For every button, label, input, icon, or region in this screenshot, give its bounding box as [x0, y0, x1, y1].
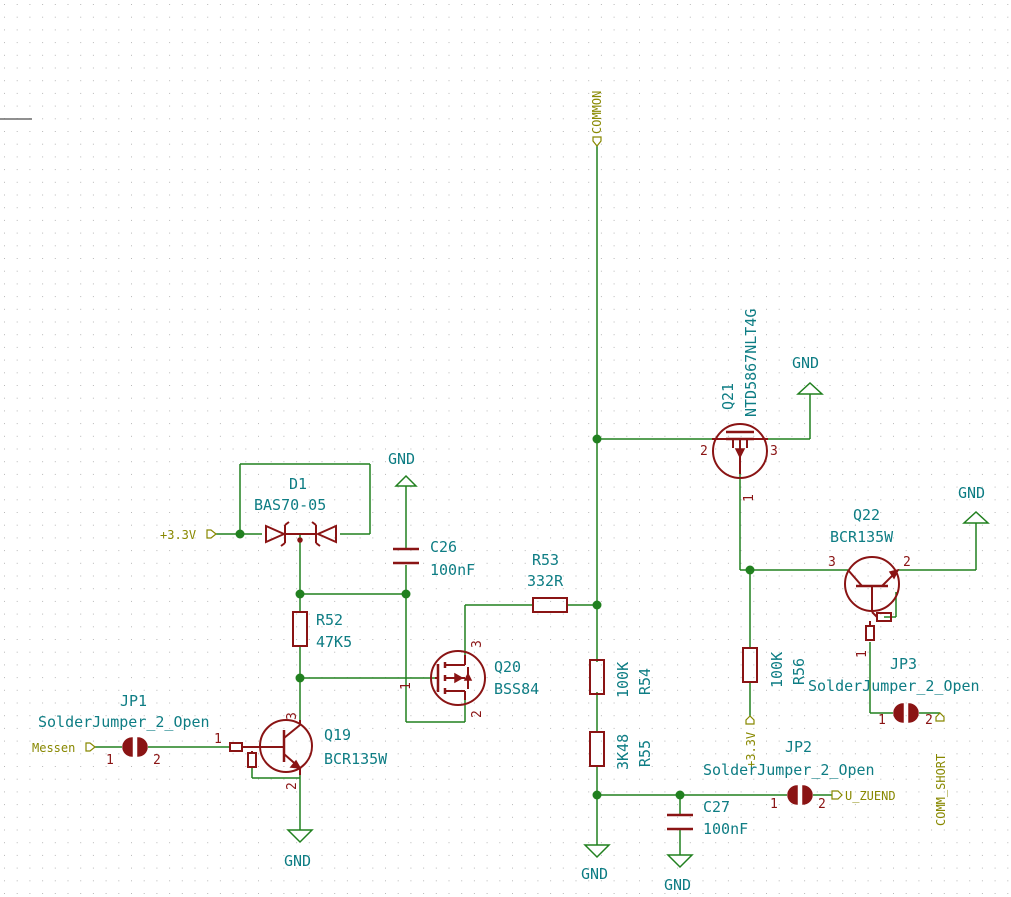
d1-ref: D1 — [289, 475, 307, 493]
q21-pin2: 2 — [700, 444, 708, 459]
resistor-r55: 3K48 R55 — [589, 731, 654, 770]
net-v33-d1: +3.3V — [160, 528, 217, 542]
net-comm-short: COMM_SHORT — [934, 712, 948, 826]
q20-pin3: 3 — [470, 640, 485, 648]
transistor-q21: 2 3 1 Q21 NTD5867NLT4G — [700, 309, 778, 502]
d1-value: BAS70-05 — [254, 496, 326, 514]
resistor-r54: 100K R54 — [589, 659, 654, 698]
gnd-symbol-rail: GND — [581, 844, 611, 883]
jp2-ref: JP2 — [785, 738, 812, 756]
q22-pin2: 2 — [903, 555, 911, 570]
gnd-symbol-q19: GND — [284, 829, 314, 870]
q22-ref: Q22 — [853, 506, 880, 524]
v33-label: +3.3V — [160, 528, 196, 542]
net-u-zuend: U_ZUEND — [831, 789, 896, 803]
r54-value: 100K — [614, 662, 632, 698]
jp3-pin1: 1 — [878, 713, 886, 728]
grid-dots — [4, 4, 1009, 894]
r54-ref: R54 — [636, 668, 654, 695]
c27-value: 100nF — [703, 820, 748, 838]
jp1-pin1: 1 — [106, 753, 114, 768]
jp3-value: SolderJumper_2_Open — [808, 677, 980, 695]
c26-ref: C26 — [430, 538, 457, 556]
gnd-symbol-c27: GND — [664, 854, 694, 894]
q20-ref: Q20 — [494, 658, 521, 676]
jp1-pin2: 2 — [153, 753, 161, 768]
q21-pin3: 3 — [770, 444, 778, 459]
jp1-ref: JP1 — [120, 692, 147, 710]
jp3-pin2: 2 — [925, 713, 933, 728]
capacitor-c26: C26 100nF — [393, 538, 475, 579]
q19-pin2: 2 — [285, 782, 300, 790]
gnd-symbol-q22: GND — [958, 484, 990, 524]
capacitor-c27: C27 100nF — [667, 798, 748, 838]
c26-value: 100nF — [430, 561, 475, 579]
jp2-pin1: 1 — [770, 797, 778, 812]
q22-pin1: 1 — [855, 650, 870, 658]
net-common-label: COMMON — [590, 91, 604, 134]
gnd-label: GND — [388, 450, 415, 468]
gnd-label: GND — [284, 852, 311, 870]
gnd-symbol-q21: GND — [792, 354, 824, 395]
junctions — [235, 434, 755, 800]
q19-ref: Q19 — [324, 726, 351, 744]
q21-pin1: 1 — [742, 494, 757, 502]
jp2-value: SolderJumper_2_Open — [703, 761, 875, 779]
q21-value: NTD5867NLT4G — [742, 309, 760, 417]
jp3-ref: JP3 — [890, 655, 917, 673]
jumper-jp2: 1 2 JP2 SolderJumper_2_Open — [703, 738, 875, 812]
resistor-r53: R53 332R — [527, 551, 568, 613]
v33-label-r56: +3.3V — [744, 732, 758, 768]
q21-ref: Q21 — [719, 383, 737, 410]
gnd-symbol-c26: GND — [388, 450, 418, 487]
gnd-label: GND — [792, 354, 819, 372]
jumper-jp3: 1 2 JP3 SolderJumper_2_Open — [808, 655, 980, 728]
resistor-r56: 100K R56 — [742, 647, 808, 688]
transistor-q22: 3 2 1 Q22 BCR135W — [828, 506, 911, 658]
resistor-r52: R52 47K5 — [292, 611, 352, 651]
r53-ref: R53 — [532, 551, 559, 569]
q20-value: BSS84 — [494, 680, 539, 698]
jp2-pin2: 2 — [818, 797, 826, 812]
q22-pin3: 3 — [828, 555, 836, 570]
net-common: COMMON — [590, 91, 604, 147]
q19-value: BCR135W — [324, 750, 388, 768]
q20-pin1: 1 — [399, 682, 414, 690]
gnd-label: GND — [958, 484, 985, 502]
gnd-label: GND — [664, 876, 691, 894]
jp1-value: SolderJumper_2_Open — [38, 713, 210, 731]
gnd-label: GND — [581, 865, 608, 883]
net-messen: Messen — [32, 741, 96, 755]
u-zuend-label: U_ZUEND — [845, 789, 896, 803]
comm-short-label: COMM_SHORT — [934, 754, 948, 826]
r52-value: 47K5 — [316, 633, 352, 651]
transistor-q20: 1 3 2 Q20 BSS84 — [399, 640, 539, 718]
transistor-q19: 1 3 2 Q19 BCR135W — [214, 712, 388, 790]
jumper-jp1: 1 2 JP1 SolderJumper_2_Open — [38, 692, 210, 768]
r55-ref: R55 — [636, 740, 654, 767]
q19-pin1: 1 — [214, 732, 222, 747]
c27-ref: C27 — [703, 798, 730, 816]
net-v33-r56: +3.3V — [744, 715, 758, 768]
diode-d1: D1 BAS70-05 — [254, 475, 337, 547]
r53-value: 332R — [527, 572, 564, 590]
wires — [95, 146, 977, 855]
r55-value: 3K48 — [614, 734, 632, 770]
q22-value: BCR135W — [830, 528, 894, 546]
r56-value: 100K — [768, 652, 786, 688]
q20-pin2: 2 — [470, 710, 485, 718]
r52-ref: R52 — [316, 611, 343, 629]
messen-label: Messen — [32, 741, 75, 755]
q19-pin3: 3 — [285, 712, 300, 720]
r56-ref: R56 — [790, 658, 808, 685]
